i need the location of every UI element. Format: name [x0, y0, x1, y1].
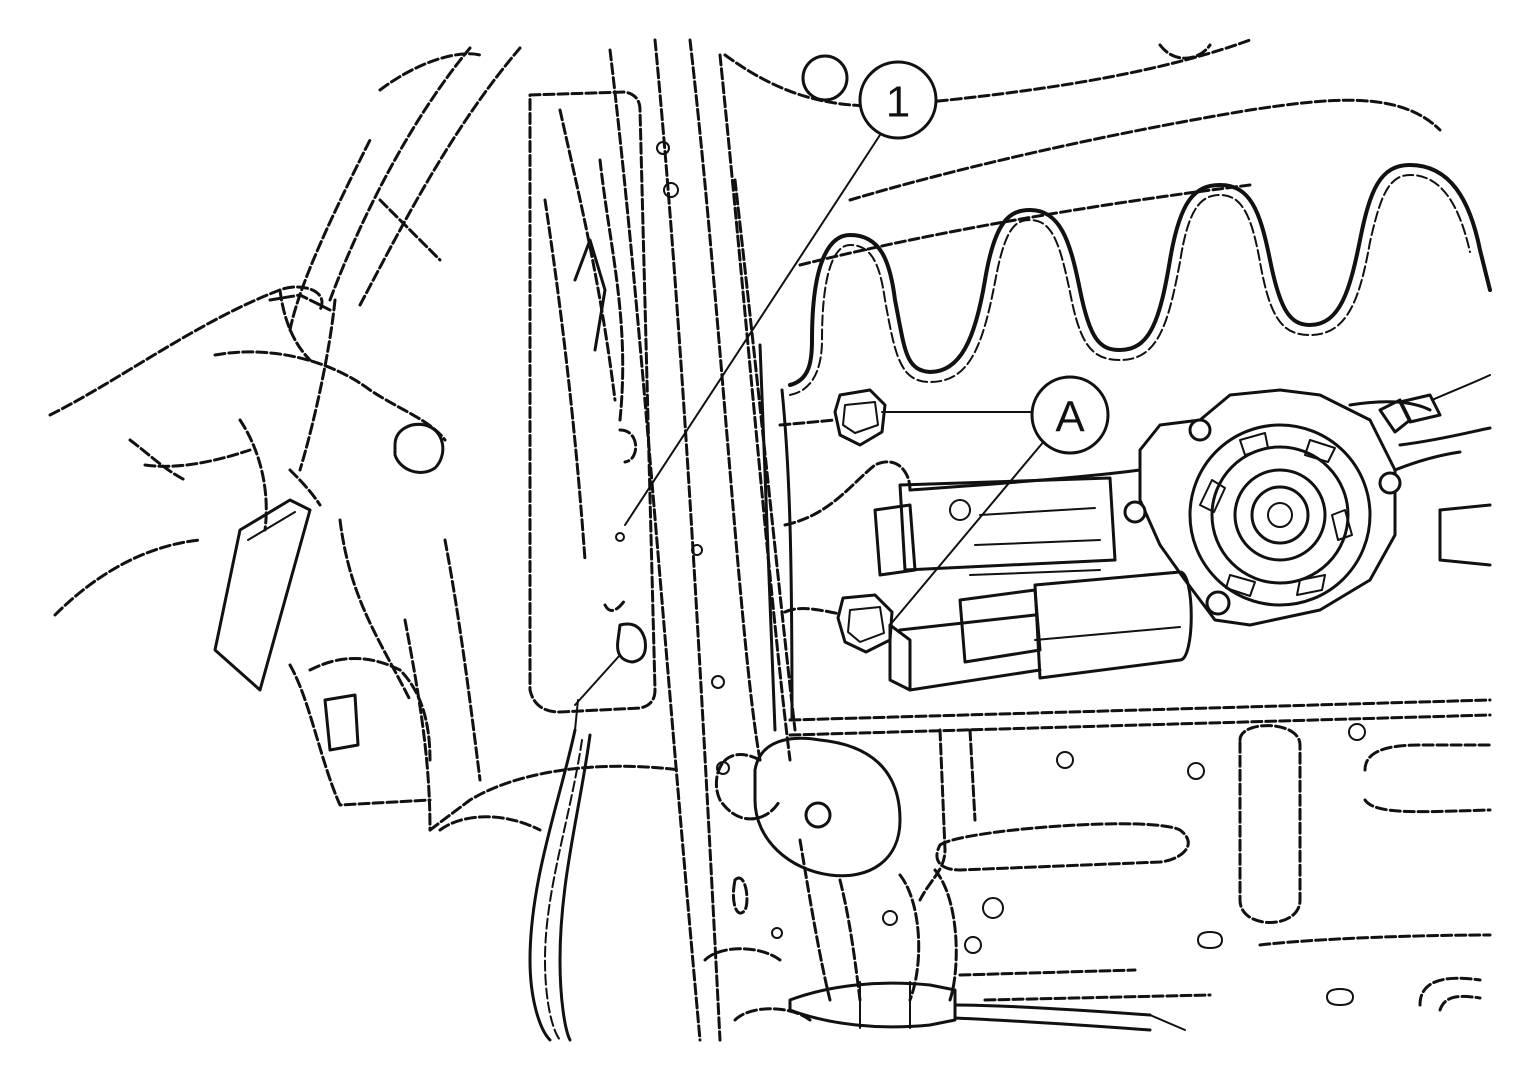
- window-regulator-motor-icon: [873, 374, 1491, 692]
- nut-upper: [833, 388, 887, 447]
- airbag-module-icon: [528, 90, 657, 714]
- nut-lower: [836, 593, 894, 654]
- callout-1: 1: [858, 60, 938, 140]
- door-pillar: [608, 38, 797, 1042]
- lower-trim-bracket: [288, 518, 682, 832]
- hand-icon: [48, 46, 522, 692]
- serpentine-spring: [788, 163, 1492, 396]
- callout-a-leaders: [881, 411, 1046, 626]
- callout-a: A: [1030, 375, 1110, 455]
- callout-1-label: 1: [886, 78, 910, 127]
- lower-door-panel: [703, 698, 1492, 1022]
- wire-harness-icon: [528, 699, 592, 1042]
- callout-1-leader: [574, 134, 881, 706]
- bolt-icon: [1123, 418, 1402, 616]
- callout-a-label: A: [1055, 393, 1085, 442]
- lower-connector: [788, 981, 1186, 1032]
- door-inner-panel-outline: [723, 38, 1442, 267]
